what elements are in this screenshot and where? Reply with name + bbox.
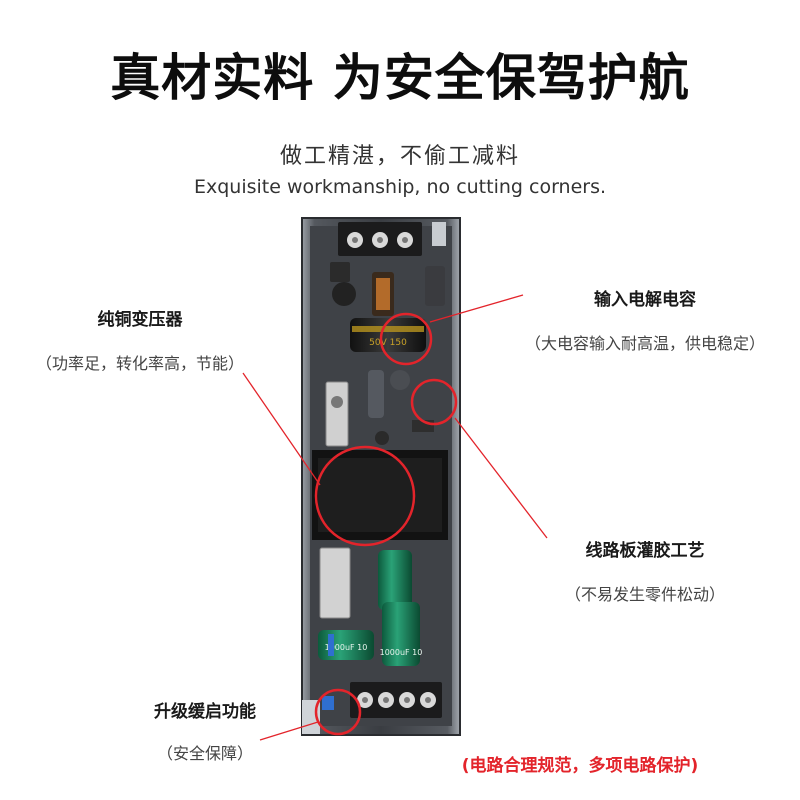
callout-softstart-title: 升级缓启功能: [154, 702, 256, 722]
callout-leader-lines: [242, 294, 548, 741]
callout-softstart: 升级缓启功能 （安全保障）: [95, 697, 315, 764]
callout-transformer-desc: （功率足，转化率高，节能）: [35, 354, 244, 373]
input-capacitor-marking: 50V 150: [369, 338, 407, 348]
subtitle-english: Exquisite workmanship, no cutting corner…: [193, 176, 607, 198]
callout-capacitor-desc: （大电容输入耐高温，供电稳定）: [524, 334, 765, 353]
callout-capacitor: 输入电解电容 （大电容输入耐高温，供电稳定）: [505, 285, 785, 354]
output-capacitor-marking-2: 1000uF 10: [380, 648, 423, 657]
mid-components: [325, 370, 434, 447]
input-electrolytic-capacitor: 50V 150: [350, 318, 426, 352]
callout-potting: 线路板灌胶工艺 （不易发生零件松动）: [530, 536, 760, 605]
input-terminal-block: [338, 222, 422, 256]
output-components: 1000uF 10 1000uF 10: [318, 547, 423, 666]
input-components: [330, 262, 445, 316]
output-terminal-block: [322, 682, 442, 718]
potted-transformer: [312, 450, 448, 540]
subtitle-chinese: 做工精湛，不偷工减料: [279, 144, 520, 169]
callout-potting-desc: （不易发生零件松动）: [564, 585, 725, 604]
output-capacitor-marking-1: 1000uF 10: [325, 643, 368, 652]
callout-potting-title: 线路板灌胶工艺: [585, 541, 705, 561]
footer-note: (电路合理规范，多项电路保护): [461, 756, 699, 776]
callout-transformer-title: 纯铜变压器: [97, 310, 183, 330]
callout-transformer: 纯铜变压器 （功率足，转化率高，节能）: [20, 305, 260, 374]
callout-softstart-desc: （安全保障）: [156, 744, 253, 763]
callout-rings: [314, 312, 458, 736]
callout-capacitor-title: 输入电解电容: [594, 290, 696, 310]
headline: 真材实料 为安全保驾护航: [110, 49, 690, 107]
